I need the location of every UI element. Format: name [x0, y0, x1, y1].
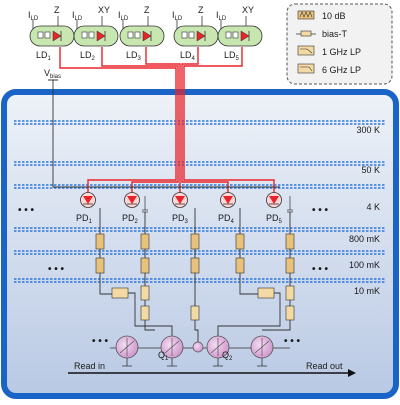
- read-in-label: Read in: [74, 361, 105, 371]
- laser-2-polarity: XY: [98, 5, 110, 15]
- laser-diode-5: ILD XY LD5: [216, 5, 263, 62]
- qubit-coupler: [192, 341, 204, 353]
- laser-diode-2: ILD XY LD2: [72, 5, 119, 62]
- stage-50k-label: 50 K: [361, 165, 380, 175]
- legend-6ghz-lp-label: 6 GHz LP: [322, 65, 361, 75]
- qubit-chain: Q1 Q2: [110, 335, 290, 362]
- legend-bias-tee-item: bias-T: [296, 29, 348, 39]
- laser-4-current: ILD: [172, 10, 183, 22]
- read-out-label: Read out: [306, 361, 343, 371]
- qubit-transmon-q2: [206, 335, 230, 359]
- qubit-transmon-a: [115, 335, 139, 359]
- legend: 10 dB bias-T 1 GHz LP 6 GHz LP: [286, 3, 393, 85]
- laser-diode-1: ILD Z LD1: [28, 5, 75, 62]
- laser-2-label: LD2: [80, 50, 96, 62]
- photodiode-1: PD1: [76, 192, 96, 225]
- readout-resonators: [122, 358, 267, 367]
- laser-2-current: ILD: [72, 10, 83, 22]
- legend-6ghz-lp-item: 6 GHz LP: [297, 63, 361, 75]
- filter-6ghz-icon: [285, 305, 295, 321]
- filter-1ghz-icon: [297, 45, 315, 56]
- attenuator-column-2: [140, 233, 150, 274]
- ellipsis-100mk-left: • • •: [48, 264, 65, 275]
- photodiode-5-label: PD5: [266, 213, 283, 225]
- stage-4k-label: 4 K: [366, 202, 380, 212]
- laser-1-label: LD1: [36, 50, 52, 62]
- stage-300k-label: 300 K: [356, 125, 380, 135]
- filter-6ghz-icon: [190, 305, 200, 321]
- laser-5-polarity: XY: [242, 5, 254, 15]
- legend-1ghz-lp-item: 1 GHz LP: [297, 45, 361, 57]
- attenuator-column-4: [235, 233, 245, 274]
- legend-1ghz-lp-label: 1 GHz LP: [322, 47, 361, 57]
- stage-100mk-label: 100 mK: [349, 260, 380, 270]
- bias-tee-icon: [285, 285, 295, 301]
- stage-800mk-label: 800 mK: [349, 234, 380, 244]
- attenuator-column-5: [285, 233, 295, 274]
- bias-tee-icon: [300, 30, 312, 37]
- ellipsis-4k-right: • • •: [312, 205, 329, 216]
- qubit-feedlines: [128, 292, 291, 344]
- laser-diode-4: ILD Z LD4: [172, 5, 219, 62]
- photodiode-2: PD2: [122, 192, 148, 225]
- attenuator-column-3: [190, 233, 200, 274]
- laser-5-label: LD5: [224, 50, 240, 62]
- legend-attenuator-label: 10 dB: [322, 11, 346, 21]
- laser-4-label: LD4: [180, 50, 196, 62]
- legend-bias-tee-label: bias-T: [322, 29, 348, 39]
- filter-6ghz-icon: [140, 305, 150, 321]
- filter-1ghz-icon: [257, 287, 275, 299]
- photodiode-4-label: PD4: [218, 213, 235, 225]
- laser-diode-3: ILD Z LD3: [118, 5, 165, 62]
- qubit-1-label: Q1: [158, 350, 169, 362]
- photodiode-4: PD4: [218, 192, 236, 225]
- photodiodes: PD1 PD2 PD3 PD4: [76, 192, 293, 225]
- stage-10mk-label: 10 mK: [354, 286, 380, 296]
- laser-4-polarity: Z: [198, 5, 204, 15]
- readout-line: Read in Read out: [68, 361, 356, 377]
- laser-3-label: LD3: [126, 50, 142, 62]
- stage-labels: 300 K 50 K 4 K 800 mK 100 mK 10 mK: [349, 125, 380, 296]
- filter-6ghz-icon: [297, 63, 315, 74]
- laser-3-current: ILD: [118, 10, 129, 22]
- qubit-2-label: Q2: [222, 350, 233, 362]
- ellipsis-readout-left: • • •: [92, 336, 109, 347]
- temperature-stage-lines: [14, 120, 386, 283]
- laser-5-current: ILD: [216, 10, 227, 22]
- attenuator-column-1: [95, 233, 105, 274]
- attenuators: [95, 233, 295, 274]
- vbias-label: Vbias: [44, 68, 61, 80]
- fridge-enclosure: [1, 89, 399, 399]
- laser-diodes: ILD Z LD1 ILD XY LD2 ILD Z: [28, 5, 263, 62]
- bias-tee-icon: [140, 285, 150, 301]
- qubit-transmon-b: [250, 335, 274, 359]
- laser-3-polarity: Z: [144, 5, 150, 15]
- photodiode-5: PD5: [266, 192, 293, 225]
- photodiode-1-label: PD1: [76, 213, 93, 225]
- photodiode-2-label: PD2: [122, 213, 139, 225]
- ellipses: • • • • • • • • • • • • • • • • • •: [18, 205, 329, 347]
- photodiode-3-label: PD3: [172, 213, 189, 225]
- laser-1-polarity: Z: [54, 5, 60, 15]
- attenuator-icon: [297, 10, 315, 20]
- ellipsis-readout-right: • • •: [284, 336, 301, 347]
- vbias: Vbias: [44, 68, 280, 188]
- laser-1-current: ILD: [28, 10, 39, 22]
- filter-1ghz-icon: [111, 287, 129, 299]
- ellipsis-100mk-right: • • •: [312, 264, 329, 275]
- ellipsis-4k-left: • • •: [18, 205, 35, 216]
- legend-attenuator-item: 10 dB: [297, 10, 346, 21]
- photodiode-3: PD3: [172, 192, 189, 225]
- optical-fibers: [59, 47, 275, 195]
